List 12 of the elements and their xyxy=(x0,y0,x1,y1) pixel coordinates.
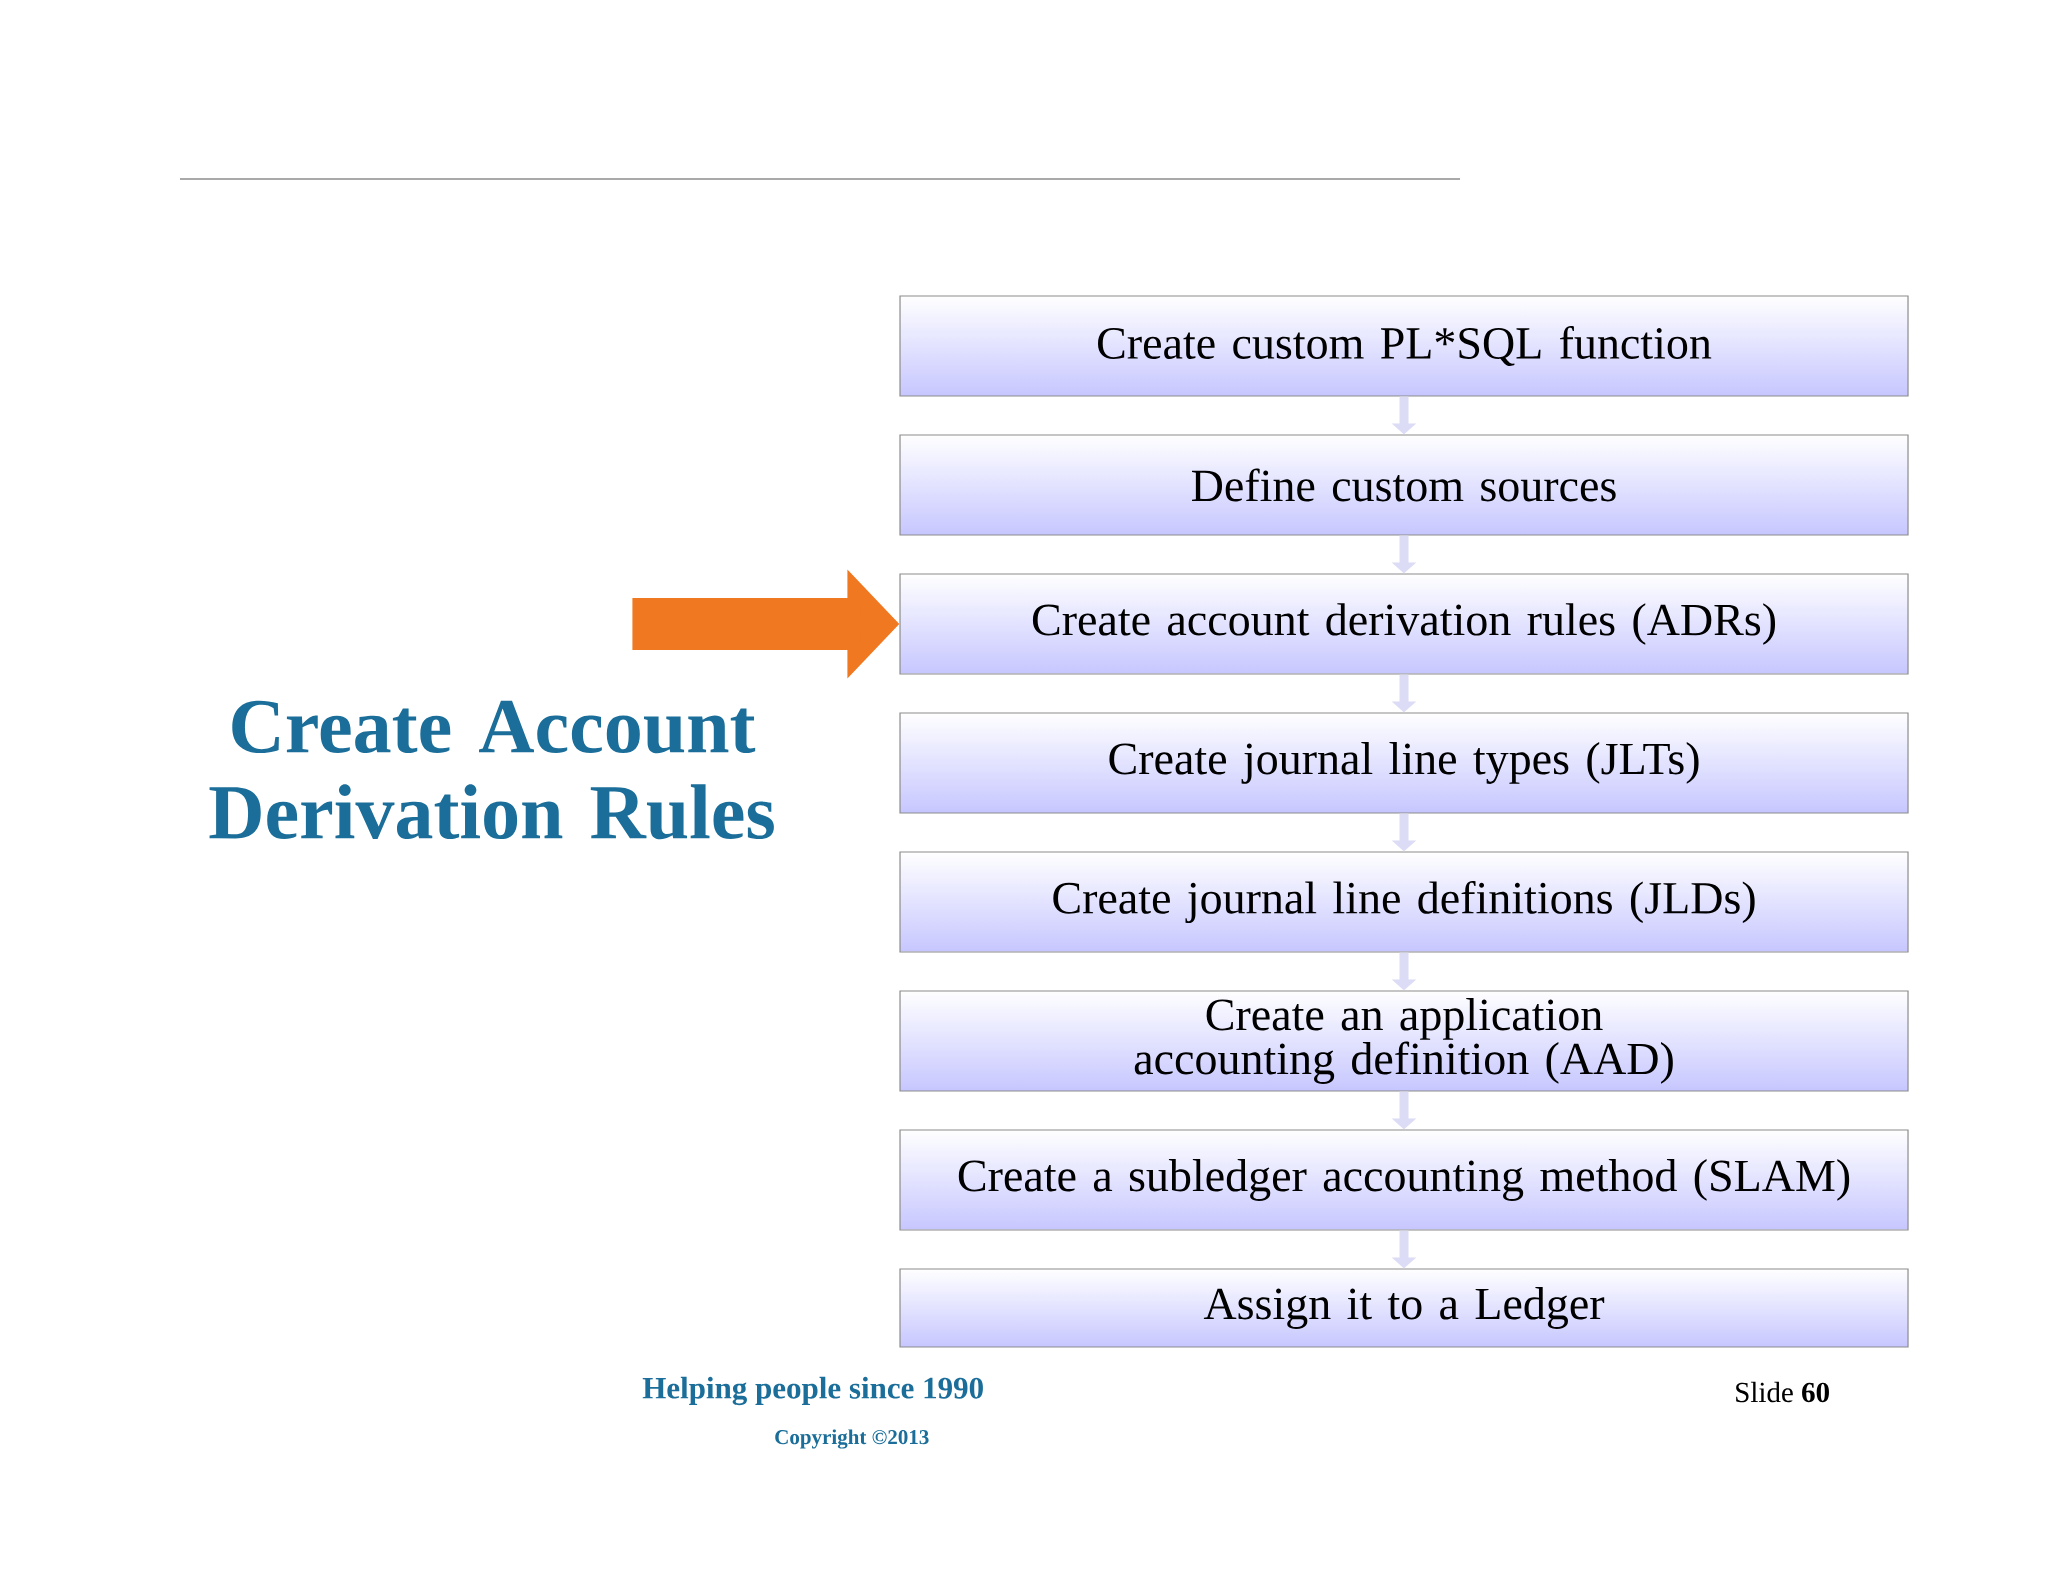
process-box: Create custom PL*SQL function xyxy=(899,295,1909,397)
process-box: Create journal line definitions (JLDs) xyxy=(899,851,1909,953)
process-box: Create account derivation rules (ADRs) xyxy=(899,573,1909,675)
process-box: Create an application accounting definition (AAD) xyxy=(899,990,1909,1092)
process-box: Create journal line types (JLTs) xyxy=(899,712,1909,814)
process-box: Assign it to a Ledger xyxy=(899,1268,1909,1348)
tagline: Helping people since 1990 xyxy=(642,1376,983,1406)
process-box: Define custom sources xyxy=(899,434,1909,536)
slide-title: Create Account Derivation Rules xyxy=(209,700,774,840)
slide-number: Slide 60 xyxy=(1736,1381,1829,1403)
process-box: Create a subledger accounting method (SLAM) xyxy=(899,1129,1909,1231)
copyright-note: Copyright ©2013 xyxy=(775,1429,929,1449)
